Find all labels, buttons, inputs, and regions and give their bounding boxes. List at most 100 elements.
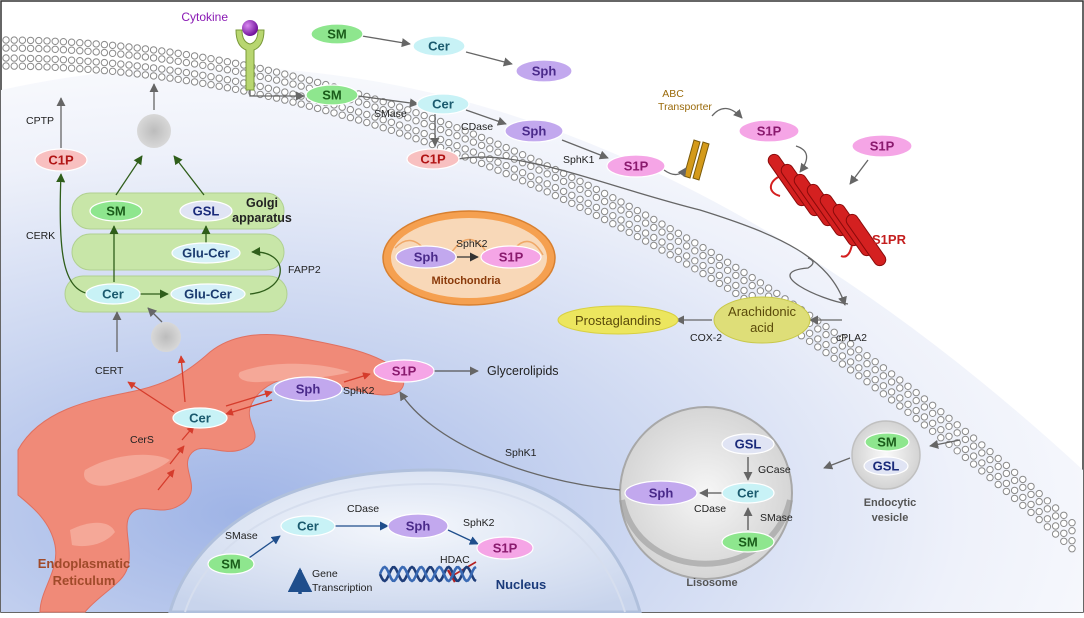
membrane-bead	[453, 124, 461, 132]
membrane-bead	[699, 261, 707, 270]
membrane-bead	[551, 191, 560, 200]
molecule-sph-mito-label: Sph	[414, 250, 439, 265]
membrane-bead	[412, 109, 420, 117]
membrane-bead	[354, 98, 363, 106]
membrane-bead	[387, 100, 396, 109]
membrane-bead	[158, 47, 166, 55]
membrane-bead	[666, 233, 674, 241]
membrane-bead	[494, 148, 502, 156]
molecule-gsl-golgi-label: GSL	[193, 204, 220, 219]
membrane-bead	[141, 63, 150, 71]
membrane-bead	[35, 54, 43, 63]
membrane-bead	[108, 59, 117, 67]
membrane-bead	[117, 60, 125, 68]
membrane-bead	[35, 36, 43, 45]
membrane-bead	[953, 421, 961, 429]
label-glycerolipids: Glycerolipids	[487, 364, 559, 378]
membrane-bead	[420, 119, 428, 128]
membrane-bead	[223, 76, 232, 84]
membrane-bead	[108, 67, 117, 76]
membrane-bead	[436, 135, 445, 144]
molecule-s1p-mito-shape	[480, 245, 542, 269]
membrane-bead	[190, 60, 199, 68]
membrane-bead	[256, 82, 264, 91]
label-cpla2: cPLA2	[836, 332, 867, 344]
membrane-bead	[461, 153, 469, 161]
membrane-bead	[363, 110, 371, 119]
molecule-sm-lyso-shape	[721, 531, 775, 553]
membrane-bead	[51, 45, 59, 53]
membrane-bead	[174, 49, 182, 57]
membrane-bead	[395, 121, 404, 129]
arachidonic-label-line1: Arachidonic	[728, 304, 796, 319]
membrane-bead	[174, 75, 182, 84]
membrane-bead	[576, 177, 584, 186]
membrane-bead	[461, 135, 469, 143]
membrane-bead	[149, 54, 158, 62]
endocytic-label-line1: Endocytic	[864, 497, 917, 509]
molecule-s1p-free: S1P	[851, 134, 913, 158]
membrane-bead	[223, 84, 232, 92]
membrane-bead	[363, 118, 371, 127]
membrane-bead	[35, 62, 43, 71]
membrane-bead	[518, 169, 527, 177]
molecule-sph-nucleus-label: Sph	[406, 519, 431, 534]
membrane-bead	[822, 330, 830, 339]
membrane-bead	[445, 120, 453, 129]
membrane-bead	[658, 246, 666, 254]
label-sphk2-er: SphK2	[343, 385, 375, 397]
membrane-bead	[486, 137, 494, 145]
membrane-bead	[1002, 461, 1011, 470]
membrane-bead	[830, 336, 838, 344]
arrow-fapp2	[249, 247, 281, 295]
membrane-bead	[1060, 537, 1068, 545]
membrane-bead	[43, 55, 51, 63]
vesicle-blob-top	[137, 114, 171, 148]
membrane-bead	[912, 388, 920, 397]
molecule-glucer-lower: Glu-Cer	[170, 283, 246, 305]
membrane-bead	[1010, 494, 1019, 503]
arrow-s1p-abc	[663, 167, 687, 178]
label-cptp: CPTP	[26, 115, 54, 127]
membrane-bead	[715, 271, 724, 280]
membrane-bead	[682, 234, 691, 242]
cytokine-label: Cytokine	[181, 10, 228, 24]
arrow-nuc-sm-cer	[245, 535, 281, 561]
membrane-bead	[51, 63, 59, 72]
nucleus: Nucleus	[168, 468, 642, 614]
labels: CPTP CERK CERT CerS FAPP2 SMase CDase Sp…	[26, 108, 867, 566]
membrane-bead	[822, 340, 830, 349]
membrane-bead	[502, 143, 510, 152]
membrane-bead	[838, 342, 847, 350]
membrane-bead	[158, 55, 166, 63]
membrane-bead	[633, 206, 642, 215]
molecule-cer-lyso-shape	[721, 482, 775, 504]
membrane-bead	[723, 276, 732, 284]
membrane-bead	[412, 117, 420, 125]
membrane-bead	[92, 48, 100, 56]
label-sphk1-top: SphK1	[563, 154, 595, 166]
membrane-bead	[199, 61, 207, 70]
membrane-bead	[84, 57, 92, 65]
er-label-line1: Endoplasmatic	[38, 556, 130, 571]
membrane-bead	[18, 44, 27, 52]
membrane-bead	[641, 237, 650, 245]
membrane-bead	[592, 185, 601, 194]
arrow-s1p-out-s1pr	[795, 145, 809, 173]
membrane-bead	[617, 224, 625, 232]
molecule-sph-lyso-label: Sph	[649, 486, 674, 501]
molecule-sm-outer: SM	[310, 23, 364, 45]
arrow-sm-cer-top	[361, 35, 411, 48]
membrane-bead	[707, 266, 715, 275]
arrow-s1p-s1pr	[849, 159, 869, 185]
membrane-bead	[937, 426, 945, 434]
membrane-bead	[231, 77, 240, 86]
membrane-bead	[84, 39, 92, 47]
membrane-bead	[330, 109, 338, 117]
gene-label-line1: Gene	[312, 568, 338, 580]
arrow-sph-s1p	[561, 139, 609, 160]
membrane-bead	[994, 454, 1002, 463]
arrow-red-cers-2	[169, 445, 185, 465]
molecule-sph-lyso: Sph	[624, 480, 698, 506]
membrane-bead	[928, 401, 937, 409]
